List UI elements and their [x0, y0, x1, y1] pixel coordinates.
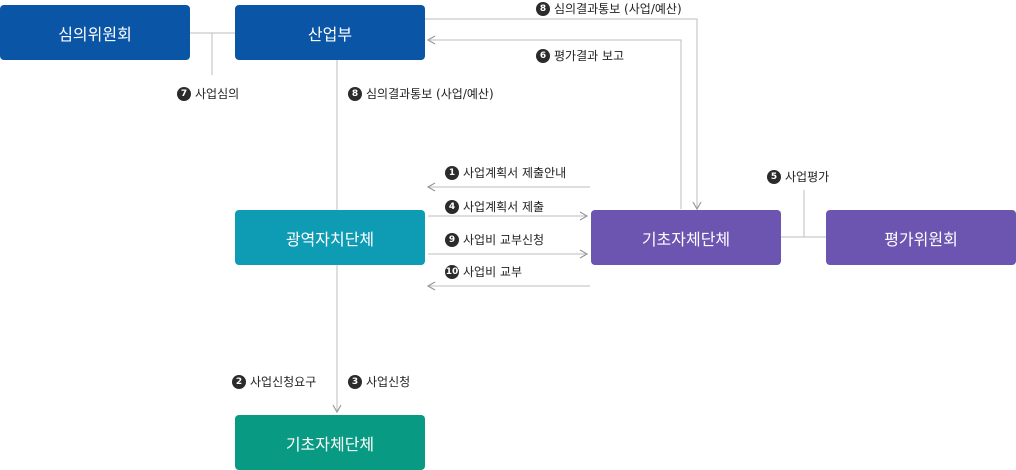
arrow-step8-top — [425, 18, 702, 211]
step-label-2: 2 사업신청요구 — [232, 373, 316, 390]
step-number-badge: 9 — [445, 232, 459, 247]
step-number-badge: 10 — [445, 264, 459, 279]
step-number-badge: 3 — [348, 374, 362, 389]
step-text: 사업신청 — [366, 375, 411, 389]
step-label-8-left: 8 심의결과통보 (사업/예산) — [348, 85, 494, 102]
step-number-badge: 4 — [445, 199, 459, 214]
step-label-3: 3 사업신청 — [348, 373, 410, 390]
step-label-9: 9 사업비 교부신청 — [445, 231, 544, 248]
step-label-4: 4 사업계획서 제출 — [445, 198, 544, 215]
node-ministry: 산업부 — [235, 5, 425, 60]
step-text: 평가결과 보고 — [554, 49, 625, 63]
step-text: 심의결과통보 (사업/예산) — [366, 87, 494, 101]
step-number-badge: 7 — [177, 86, 191, 101]
step-text: 사업계획서 제출안내 — [463, 166, 567, 180]
step-text: 사업비 교부 — [463, 265, 523, 279]
step-number-badge: 2 — [232, 374, 246, 389]
step-label-1: 1 사업계획서 제출안내 — [445, 164, 566, 181]
step-text: 심의결과통보 (사업/예산) — [554, 2, 682, 16]
arrow-step6 — [426, 35, 682, 209]
step-label-10: 10 사업비 교부 — [445, 263, 522, 280]
step-number-badge: 5 — [767, 169, 781, 184]
step-text: 사업평가 — [785, 170, 830, 184]
step-number-badge: 8 — [536, 1, 550, 16]
step-label-5: 5 사업평가 — [767, 168, 829, 185]
step-text: 사업비 교부신청 — [463, 233, 545, 247]
step-text: 사업계획서 제출 — [463, 200, 545, 214]
step-text: 사업심의 — [195, 87, 240, 101]
step-label-7: 7 사업심의 — [177, 85, 239, 102]
step-label-6: 6 평가결과 보고 — [536, 47, 624, 64]
node-local-government-bottom: 기초자체단체 — [235, 415, 425, 470]
step-text: 사업신청요구 — [250, 375, 317, 389]
step-number-badge: 1 — [445, 165, 459, 180]
node-local-government-center: 기초자체단체 — [591, 210, 781, 265]
node-committee: 심의위원회 — [0, 5, 190, 60]
step-number-badge: 8 — [348, 86, 362, 101]
node-evaluation-committee: 평가위원회 — [826, 210, 1016, 265]
step-number-badge: 6 — [536, 48, 550, 63]
step-label-8-top: 8 심의결과통보 (사업/예산) — [536, 0, 682, 17]
node-metro-government: 광역자치단체 — [235, 210, 425, 265]
